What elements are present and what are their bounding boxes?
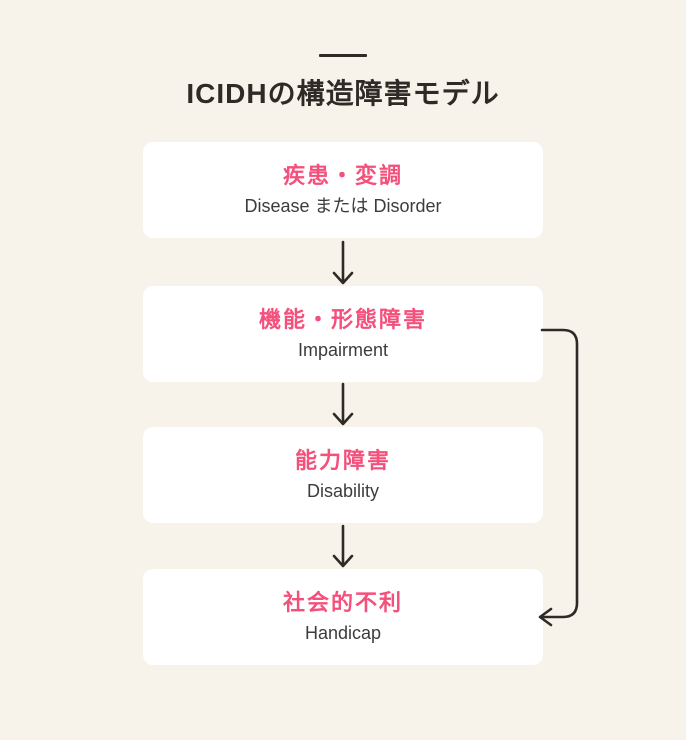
page-title: ICIDHの構造障害モデル: [186, 78, 500, 109]
flow-box-disease-subtitle: Disease または Disorder: [244, 195, 442, 216]
flow-box-impairment-subtitle: Impairment: [297, 339, 389, 360]
bypass-arrow-icon-shaft: [539, 328, 579, 619]
flow-box-disability-subtitle: Disability: [306, 480, 380, 501]
flow-box-disease-title: 疾患・変調: [282, 162, 403, 188]
flow-box-impairment-title: 機能・形態障害: [258, 306, 427, 332]
down-arrow-icon-2-head: [332, 412, 354, 426]
down-arrow-icon-1-head: [332, 271, 354, 285]
flow-box-handicap-title: 社会的不利: [282, 589, 403, 615]
flow-box-disability: 能力障害 Disability: [143, 427, 543, 523]
flow-box-handicap: 社会的不利 Handicap: [143, 569, 543, 665]
flow-box-impairment: 機能・形態障害 Impairment: [143, 286, 543, 382]
down-arrow-icon-3-head: [332, 554, 354, 568]
flow-box-disability-title: 能力障害: [294, 447, 391, 473]
flow-box-disease: 疾患・変調 Disease または Disorder: [143, 142, 543, 238]
flow-box-handicap-subtitle: Handicap: [304, 622, 382, 643]
title-divider-line: [319, 54, 367, 57]
